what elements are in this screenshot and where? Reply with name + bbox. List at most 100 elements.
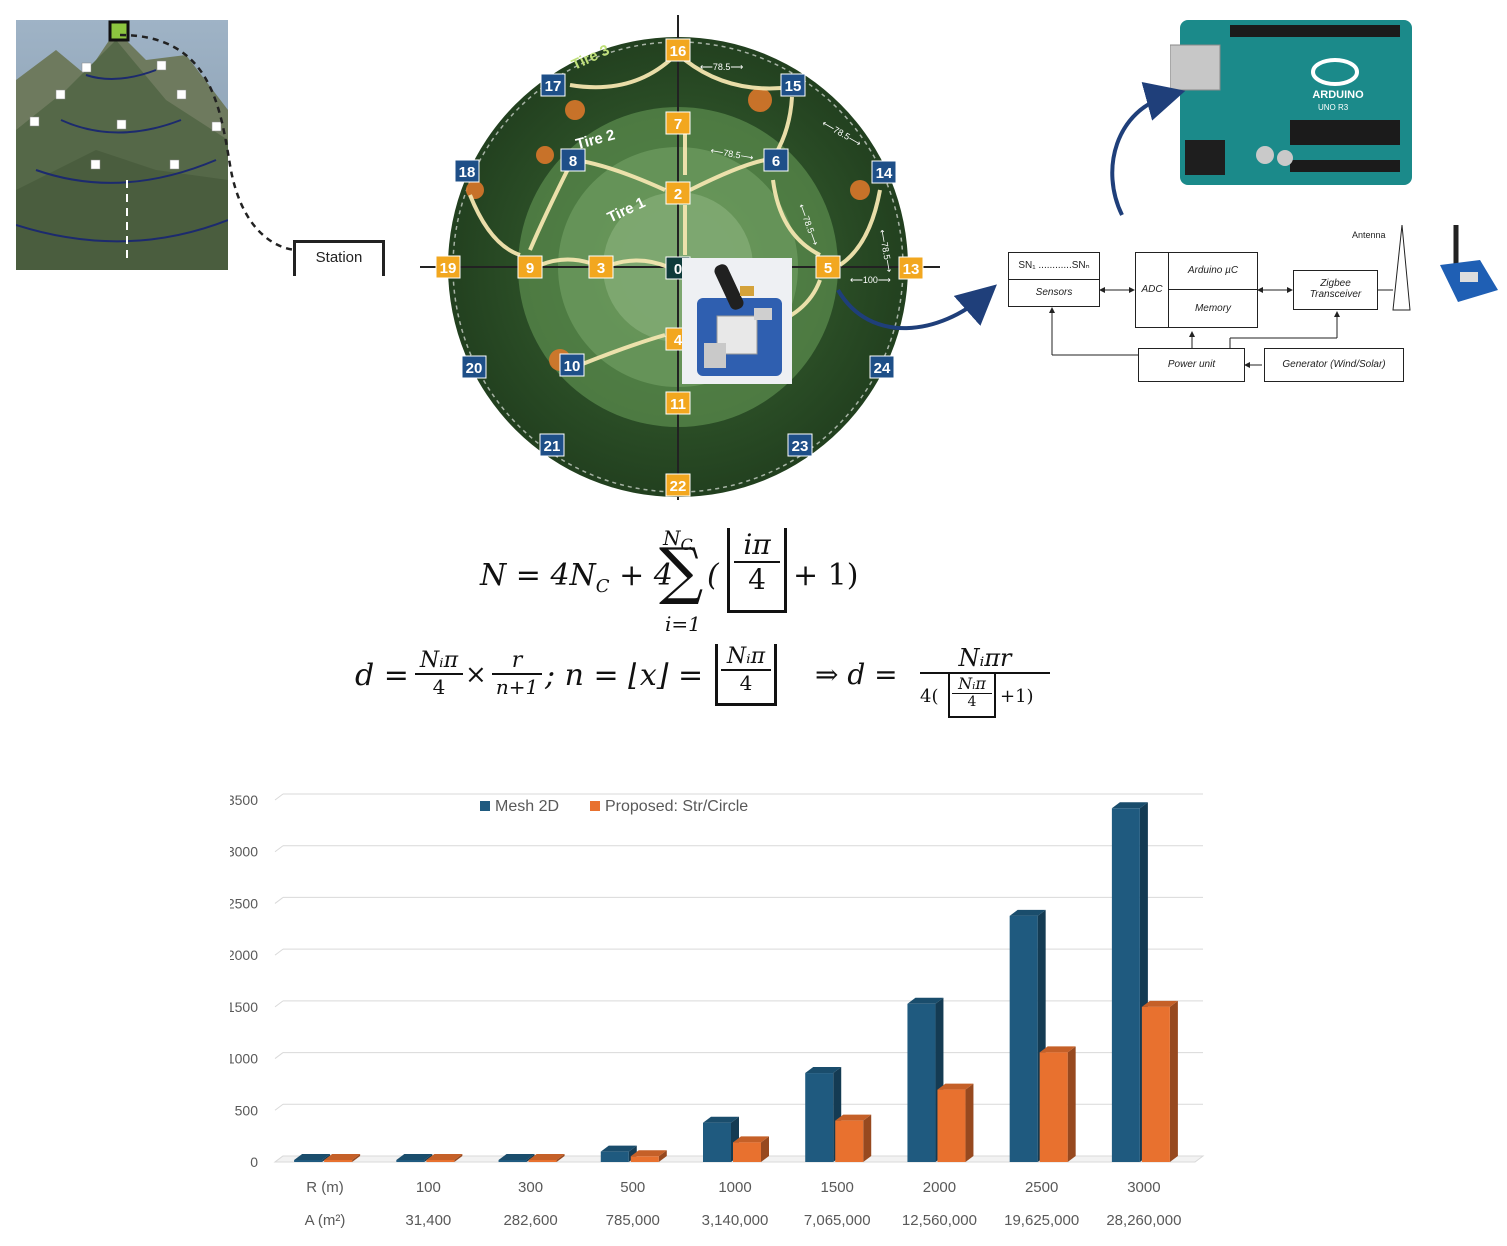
- sensor-node-21: 21: [539, 433, 565, 457]
- svg-text:11: 11: [670, 396, 686, 413]
- circular-sensor-network-diagram: Tire 2 Tire 1 Tire 3 ⟵78.5⟶ ⟵78.5⟶ ⟵78.5…: [400, 15, 960, 500]
- sensor-node-20: 20: [461, 355, 487, 379]
- svg-text:⟵78.5⟶: ⟵78.5⟶: [700, 62, 743, 72]
- area-label: 31,400: [405, 1212, 451, 1229]
- f2-times: ×: [465, 660, 487, 690]
- f2-frac3-den: 4: [739, 671, 753, 695]
- y-tick-label: 500: [235, 1102, 259, 1118]
- connector-arrows: [836, 82, 1186, 331]
- f2-implies: ⇒ d =: [815, 658, 898, 691]
- svg-text:6: 6: [772, 153, 780, 170]
- f2-frac4-den-post: +1): [1000, 686, 1034, 707]
- x-category-label: 2000: [923, 1179, 956, 1196]
- svg-text:14: 14: [876, 165, 893, 182]
- y-tick-label: 2500: [230, 895, 258, 911]
- sensor-node-5: 5: [815, 255, 841, 279]
- sensor-node-23: 23: [787, 433, 813, 457]
- svg-text:7: 7: [674, 116, 682, 133]
- svg-text:3: 3: [597, 260, 605, 277]
- f2-d: d =: [355, 658, 409, 693]
- svg-text:Mesh 2D: Mesh 2D: [495, 798, 559, 815]
- f2-frac4-den-pre: 4(: [920, 686, 939, 707]
- station-link-dashed: [120, 33, 296, 252]
- sensor-node-11: 11: [665, 391, 691, 415]
- sensor-node-17: 17: [540, 73, 566, 97]
- y-tick-label: 3500: [230, 792, 258, 808]
- svg-text:2: 2: [674, 186, 682, 203]
- f1-frac-den: 4: [748, 563, 766, 596]
- bar-proposed-5: [835, 1114, 872, 1162]
- area-label: 3,140,000: [702, 1212, 769, 1229]
- f2-frac3-num: Nᵢπ: [721, 644, 771, 671]
- area-label: 19,625,000: [1004, 1212, 1079, 1229]
- svg-text:21: 21: [544, 438, 561, 455]
- bar-proposed-0: [324, 1154, 361, 1162]
- area-label: 282,600: [503, 1212, 557, 1229]
- node-count-formula: N = 4NC + 4 NC ∑ i=1 ( iπ 4 + 1): [480, 526, 859, 636]
- mcu-block: ADC Arduino µC Memory: [1135, 252, 1258, 328]
- f2-frac4-den-den: 4: [967, 694, 977, 710]
- x-category-label: 1000: [718, 1179, 751, 1196]
- row-header-label: R (m): [306, 1179, 344, 1196]
- legend-item: Mesh 2D: [480, 798, 559, 815]
- f2-frac4-den-num: Nᵢπ: [952, 674, 992, 694]
- sensor-node-9: 9: [517, 255, 543, 279]
- svg-text:8: 8: [569, 153, 577, 170]
- generator-block: Generator (Wind/Solar): [1264, 348, 1404, 382]
- mcu-label: Arduino µC: [1169, 253, 1257, 290]
- arduino-model: UNO: [1318, 103, 1336, 112]
- x-category-label: 3000: [1127, 1179, 1160, 1196]
- f1-plus: + 4: [619, 558, 673, 593]
- legend-item: Proposed: Str/Circle: [590, 798, 748, 815]
- sensor-node-10: 10: [559, 353, 585, 377]
- x-category-label: 500: [620, 1179, 645, 1196]
- f1-sub: C: [595, 576, 610, 597]
- bar-proposed-6: [937, 1083, 974, 1162]
- area-label: 28,260,000: [1106, 1212, 1181, 1229]
- f1-sum-lower: i=1: [665, 612, 701, 636]
- f2-mid: ; n = ⌊x⌋ =: [545, 658, 704, 693]
- svg-text:4: 4: [674, 332, 683, 349]
- memory-label: Memory: [1194, 303, 1232, 314]
- bar-proposed-2: [528, 1154, 565, 1162]
- node-block-diagram: SN₁ ............SNₙ Sensors ADC Arduino …: [1000, 220, 1500, 390]
- sensor-node-19: 19: [435, 255, 461, 279]
- f1-sum-upper: N: [663, 526, 681, 550]
- sensor-node-8: 8: [560, 148, 586, 172]
- sensors-list: SN₁ ............SNₙ: [1009, 253, 1099, 280]
- arduino-rev: R3: [1338, 103, 1349, 112]
- arduino-board-image: ARDUINO UNO R3: [1169, 10, 1422, 190]
- svg-text:18: 18: [459, 164, 476, 181]
- svg-text:10: 10: [564, 358, 581, 375]
- f2-frac2-den: n+1: [495, 675, 539, 699]
- bar-proposed-1: [426, 1154, 463, 1162]
- sensor-node-6: 6: [763, 148, 789, 172]
- f2-frac4-num: Nᵢπr: [920, 644, 1050, 674]
- power-unit-block: Power unit: [1138, 348, 1245, 382]
- sensors-block: SN₁ ............SNₙ Sensors: [1008, 252, 1100, 307]
- svg-text:13: 13: [903, 261, 920, 278]
- bar-proposed-7: [1039, 1046, 1076, 1162]
- f1-frac-num: iπ: [734, 528, 780, 563]
- y-tick-label: 1500: [230, 999, 258, 1015]
- svg-text:9: 9: [526, 260, 534, 277]
- gsm-module-image: [682, 258, 792, 384]
- sensor-node-18: 18: [454, 159, 480, 183]
- sensor-node-24: 24: [869, 355, 895, 379]
- f2-frac1-num: Nᵢπ: [415, 648, 463, 675]
- sensor-node-22: 22: [665, 473, 691, 497]
- bar-mesh-2d-1: [396, 1154, 433, 1162]
- sensor-node-16: 16: [665, 38, 691, 62]
- sensor-node-13: 13: [898, 256, 924, 280]
- f1-lhs: N = 4N: [480, 558, 596, 593]
- svg-text:⟵100⟶: ⟵100⟶: [850, 275, 891, 285]
- svg-text:0: 0: [674, 261, 682, 278]
- row-header-label: A (m²): [305, 1212, 346, 1229]
- zigbee-block: Zigbee Transceiver: [1293, 270, 1378, 310]
- sensor-node-15: 15: [780, 73, 806, 97]
- svg-text:15: 15: [785, 78, 802, 95]
- bar-mesh-2d-8: [1111, 802, 1148, 1162]
- bar-proposed-3: [630, 1150, 667, 1162]
- svg-text:19: 19: [440, 260, 457, 277]
